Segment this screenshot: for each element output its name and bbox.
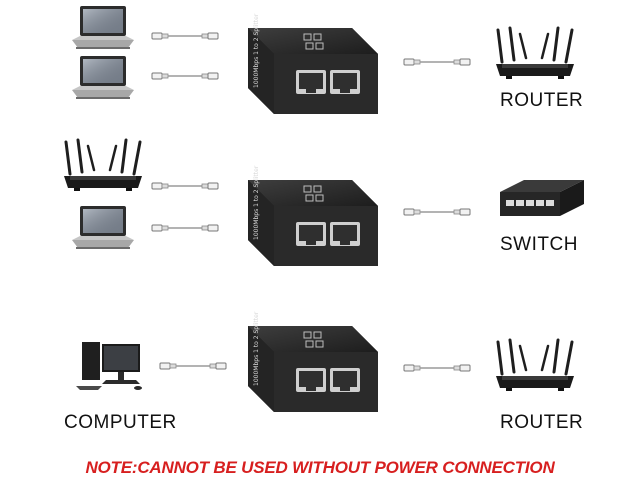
router-icon [62,138,144,193]
switch-label: SWITCH [500,234,578,255]
router-label: ROUTER [500,90,584,111]
row-1 [72,6,576,115]
desktop-computer-icon [76,342,142,390]
ethernet-cable-icon [151,224,219,232]
ethernet-cable-icon [151,182,219,190]
router-icon [494,338,576,393]
laptop-icon [72,206,134,249]
computer-label: COMPUTER [64,412,177,433]
router-label: ROUTER [500,412,584,433]
svg-text:1000Mbps 1 to 2 Splitter: 1000Mbps 1 to 2 Splitter [253,311,260,386]
laptop-icon [72,6,134,49]
svg-text:1000Mbps 1 to 2 Splitter: 1000Mbps 1 to 2 Splitter [253,13,260,88]
ethernet-cable-icon [403,364,471,372]
ethernet-cable-icon [151,32,219,40]
ethernet-cable-icon [159,362,227,370]
router-icon [494,26,576,81]
row-3 [76,325,576,413]
ethernet-cable-icon [151,72,219,80]
switch-icon [500,180,584,216]
ethernet-cable-icon [403,58,471,66]
svg-text:1000Mbps 1 to 2 Splitter: 1000Mbps 1 to 2 Splitter [253,165,260,240]
power-warning-note: NOTE:CANNOT BE USED WITHOUT POWER CONNEC… [85,458,555,477]
splitter-side-print: 1000Mbps 1 to 2 Splitter 1000Mbps 1 to 2… [253,13,260,386]
ethernet-splitter-icon [247,27,379,115]
ethernet-cable-icon [403,208,471,216]
ethernet-splitter-icon [247,325,379,413]
laptop-icon [72,56,134,99]
ethernet-splitter-icon [247,179,379,267]
